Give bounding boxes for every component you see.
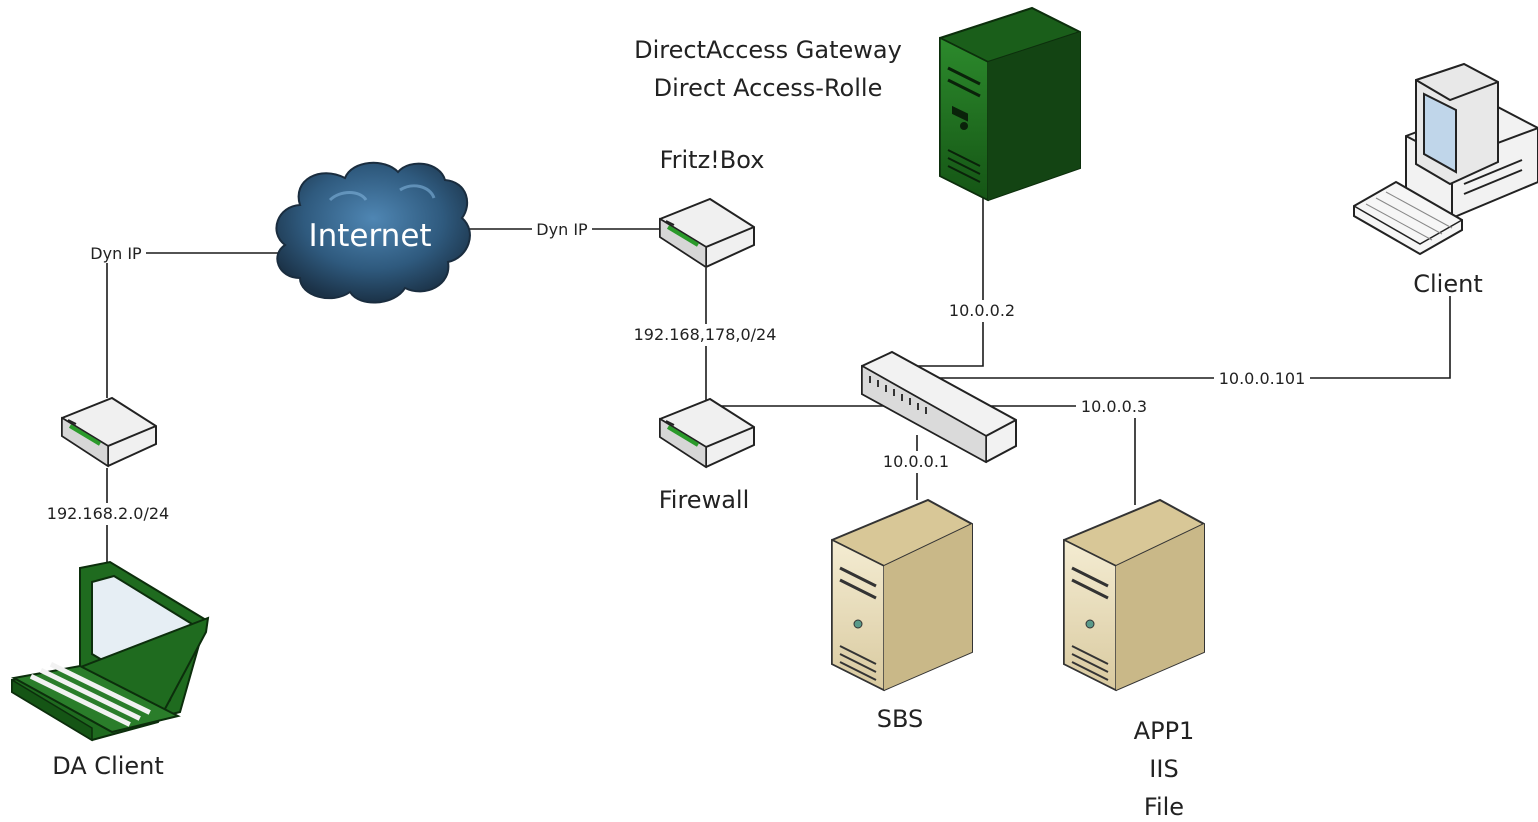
gateway-ip-label: 10.0.0.2 xyxy=(949,301,1015,320)
client-ip-label: 10.0.0.101 xyxy=(1219,369,1306,388)
fritz-dyn-ip-label: Dyn IP xyxy=(536,220,588,239)
fritz-subnet-label: 192.168,178,0/24 xyxy=(634,325,777,344)
da-client-label: DA Client xyxy=(52,752,164,780)
da-subnet-label: 192.168.2.0/24 xyxy=(47,504,169,523)
node-labels: DirectAccess Gateway Direct Access-Rolle… xyxy=(52,36,1483,821)
app1-server-icon xyxy=(1063,498,1205,692)
wire-switch-client xyxy=(935,296,1451,379)
da-router-icon xyxy=(61,396,157,468)
fritzbox-router-icon xyxy=(659,197,755,269)
da-dyn-ip-label: Dyn IP xyxy=(90,244,142,263)
internet-cloud-icon: Internet xyxy=(275,161,471,304)
desktop-client-icon xyxy=(1353,62,1538,256)
directaccess-gateway-server-icon xyxy=(939,6,1081,202)
network-switch-icon xyxy=(861,350,1017,464)
wire-da-router-internet xyxy=(106,252,280,398)
app1-label-line3: File xyxy=(1144,793,1184,821)
app1-label-line1: APP1 xyxy=(1134,717,1195,745)
connection-lines xyxy=(106,195,1451,565)
app1-ip-label: 10.0.0.3 xyxy=(1081,397,1147,416)
laptop-da-client-icon xyxy=(11,560,210,742)
gateway-label-line1: DirectAccess Gateway xyxy=(634,36,902,64)
sbs-ip-label: 10.0.0.1 xyxy=(883,452,949,471)
gateway-label-line2: Direct Access-Rolle xyxy=(654,74,883,102)
sbs-server-icon xyxy=(831,498,973,692)
fritzbox-label: Fritz!Box xyxy=(660,146,765,174)
wire-switch-gateway xyxy=(905,195,984,367)
firewall-router-icon xyxy=(659,397,755,469)
app1-label-line2: IIS xyxy=(1149,755,1178,783)
firewall-label: Firewall xyxy=(659,486,750,514)
sbs-label: SBS xyxy=(877,705,924,733)
client-label: Client xyxy=(1413,270,1482,298)
link-labels: Dyn IP Dyn IP 192.168,178,0/24 192.168.2… xyxy=(38,219,1310,525)
internet-label: Internet xyxy=(308,218,431,254)
